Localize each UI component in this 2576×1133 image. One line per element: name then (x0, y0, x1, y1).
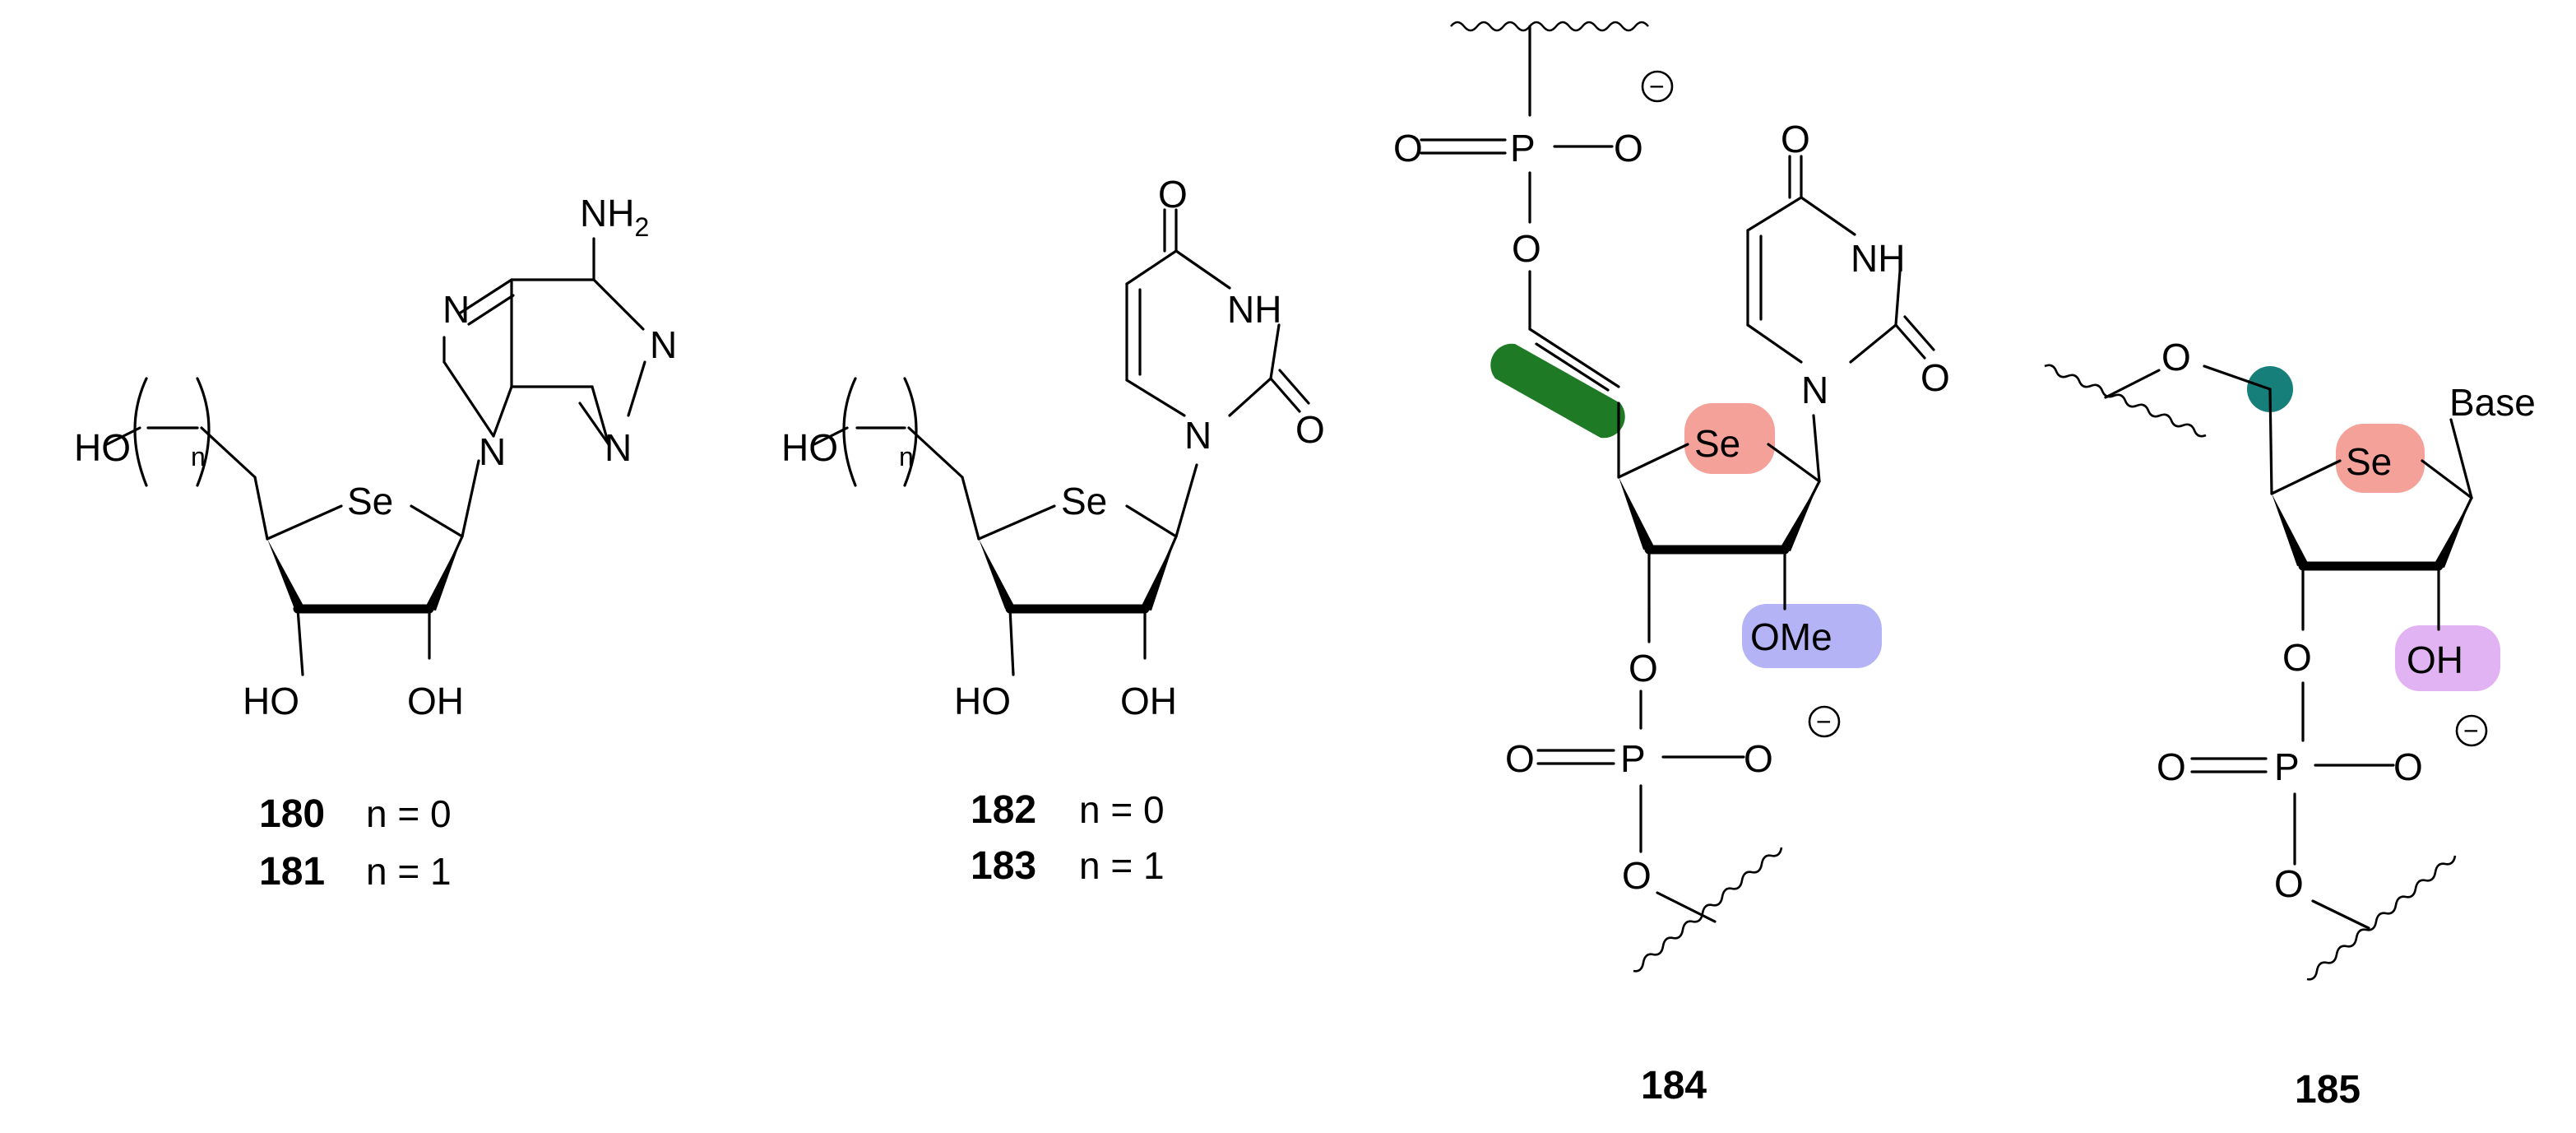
hydroxyl-label-right: OH (1120, 680, 1177, 722)
hydroxyl-label-left: HO (954, 680, 1011, 722)
nitrogen-3-label: N (605, 426, 632, 469)
highlights (1490, 343, 1882, 668)
compound-183-label: 183 (971, 844, 1036, 888)
methoxy-highlight (1742, 604, 1882, 668)
compound-180-n-value: n = 0 (366, 792, 452, 835)
hydroxyl-highlight (2395, 625, 2500, 691)
atom-labels: O P O − O Se N NH O O OMe O O P O − O (1393, 70, 1950, 897)
compound-labels: 182 n = 0 183 n = 1 (971, 788, 1165, 888)
phosphoryl-oxygen: O (2157, 745, 2186, 788)
compound-183-n-value: n = 1 (1079, 844, 1165, 887)
compound-182-n-value: n = 0 (1079, 788, 1165, 831)
phosphoryl-oxygen-lower: O (1505, 737, 1535, 780)
negative-charge-icon: − (2455, 714, 2488, 747)
selenium-label: Se (2346, 440, 2392, 483)
phosphoryl-oxygen: O (1393, 127, 1423, 169)
selenium-highlight (1684, 403, 1775, 474)
base-label: Base (2449, 381, 2536, 424)
atom-labels: O Se Base O OH O P O − O (2157, 336, 2536, 905)
n-subscript: n (899, 442, 914, 471)
compound-182-label: 182 (971, 788, 1036, 832)
wedges (979, 536, 1176, 611)
structure-180-181: HO n Se HO OH N N N N NH2 180 n = 0 181 … (74, 192, 677, 894)
carbonyl-oxygen-2: O (1295, 408, 1325, 451)
phosphate-oxygen-anion-lower: O (1744, 737, 1773, 780)
hydroxyl-label-right: OH (407, 680, 464, 722)
negative-charge-icon: − (1641, 70, 1674, 103)
svg-text:−: − (2463, 716, 2479, 745)
n-subscript: n (191, 442, 206, 471)
nitrogen-9-label: N (479, 430, 506, 473)
carbonyl-oxygen-2: O (1920, 356, 1950, 399)
nitrogen-7-label: N (442, 288, 470, 331)
nitrogen-1-label: N (650, 323, 677, 366)
ester-oxygen-3: O (2282, 636, 2312, 679)
ester-oxygen-lower: O (2274, 862, 2304, 905)
nh-label: NH (1227, 288, 1281, 331)
svg-text:−: − (1649, 72, 1665, 101)
bonds (813, 208, 1310, 676)
compound-181-n-value: n = 1 (366, 850, 452, 893)
ester-oxygen-lower: O (1622, 854, 1652, 897)
hydroxyl-label: HO (74, 426, 131, 469)
compound-185-label: 185 (2295, 1068, 2361, 1112)
structure-185: O Se Base O OH O P O − O 185 (2044, 336, 2536, 1112)
nitrogen-1-label: N (1801, 369, 1828, 411)
svg-text:−: − (1816, 707, 1832, 736)
wedges (267, 536, 462, 611)
phosphate-oxygen-anion: O (2393, 745, 2423, 788)
structure-184: O P O − O Se N NH O O OMe O O P O − O 18… (1393, 21, 1950, 1107)
carbonyl-oxygen-4: O (1158, 173, 1188, 216)
bonds (1420, 21, 1935, 973)
phosphorus-label: P (2274, 745, 2300, 788)
methoxy-label: OMe (1750, 615, 1832, 658)
structure-182-183: HO n Se HO OH N NH O O 182 n = 0 183 n =… (781, 173, 1325, 888)
hydroxyl-label: OH (2407, 638, 2463, 681)
hydroxyl-label: HO (781, 426, 838, 469)
phosphate-oxygen-anion: O (1614, 127, 1643, 169)
compound-184-label: 184 (1641, 1064, 1707, 1107)
bonds (2044, 364, 2473, 981)
compound-180-label: 180 (259, 792, 325, 836)
selenium-label: Se (347, 480, 393, 522)
ester-oxygen-3: O (1629, 647, 1658, 690)
selenium-label: Se (1694, 422, 1740, 465)
compound-181-label: 181 (259, 850, 325, 894)
nh-label: NH (1851, 237, 1905, 280)
phosphorus-label: P (1510, 127, 1536, 169)
selenium-highlight (2336, 424, 2425, 493)
wedges (1619, 477, 1819, 551)
atom-labels: HO n Se HO OH N NH O O (781, 173, 1325, 722)
wedges (2272, 494, 2472, 568)
bonds (105, 237, 646, 676)
compound-labels: 180 n = 0 181 n = 1 (259, 792, 452, 894)
amine-label: NH2 (580, 192, 649, 242)
hydroxyl-label-left: HO (243, 680, 299, 722)
ester-oxygen-5: O (2161, 336, 2191, 378)
nitrogen-1-label: N (1184, 414, 1212, 457)
alkene-highlight (1490, 343, 1625, 439)
carbonyl-oxygen-4: O (1781, 118, 1810, 160)
atom-labels: HO n Se HO OH N N N N NH2 (74, 192, 677, 722)
phosphorus-label-lower: P (1620, 737, 1646, 780)
ester-oxygen-5: O (1512, 227, 1541, 270)
negative-charge-icon: − (1808, 705, 1841, 738)
selenium-label: Se (1061, 480, 1107, 522)
